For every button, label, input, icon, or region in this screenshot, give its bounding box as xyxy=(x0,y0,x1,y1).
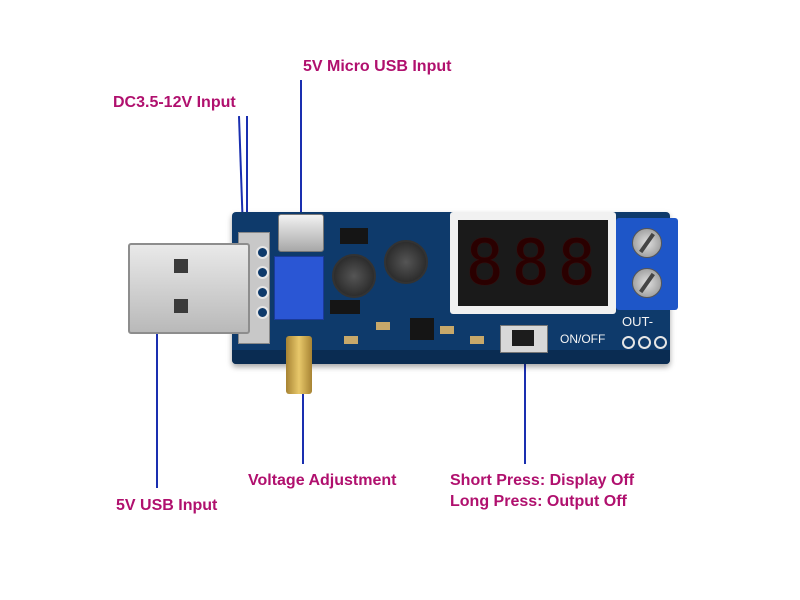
smd-capacitor xyxy=(344,336,358,344)
display-digit: 8 xyxy=(466,226,504,299)
solder-pad xyxy=(256,286,269,299)
smd-capacitor xyxy=(440,326,454,334)
potentiometer xyxy=(274,256,324,320)
smd-chip xyxy=(340,228,368,244)
onoff-button xyxy=(512,330,534,346)
output-pad xyxy=(622,336,635,349)
onoff-silkscreen: ON/OFF xyxy=(560,332,606,346)
micro-usb-leader-line xyxy=(300,80,302,220)
regulator-chip xyxy=(410,318,434,340)
button-short-press-label: Short Press: Display Off xyxy=(450,472,635,489)
led-display xyxy=(458,220,608,306)
usb-input-label: 5V USB Input xyxy=(116,497,218,514)
smd-resistor xyxy=(376,322,390,330)
solder-pad xyxy=(256,246,269,259)
usb-input-leader-line xyxy=(156,322,158,488)
output-terminal-block xyxy=(616,218,678,310)
smd-chip xyxy=(330,300,360,314)
inductor-right xyxy=(384,240,428,284)
output-pad xyxy=(638,336,651,349)
pcb-board-edge xyxy=(232,350,670,364)
usb-plug-hole-bottom xyxy=(174,299,188,313)
button-long-press-label: Long Press: Output Off xyxy=(450,493,627,510)
smd-capacitor xyxy=(470,336,484,344)
micro-usb-input-label: 5V Micro USB Input xyxy=(303,58,452,75)
display-digit: 8 xyxy=(512,226,550,299)
solder-pad xyxy=(256,266,269,279)
micro-usb-port xyxy=(278,214,324,252)
display-digit: 8 xyxy=(558,226,596,299)
terminal-screw xyxy=(632,228,662,258)
inductor-left xyxy=(332,254,376,298)
output-pad xyxy=(654,336,667,349)
out-silkscreen: OUT- xyxy=(622,314,654,329)
button-leader-line xyxy=(524,350,526,464)
voltage-adjustment-leader-line xyxy=(302,392,304,464)
dc-input-label: DC3.5-12V Input xyxy=(113,94,236,111)
solder-pad xyxy=(256,306,269,319)
usb-plug-hole-top xyxy=(174,259,188,273)
usb-a-plug xyxy=(128,243,250,334)
potentiometer-shaft xyxy=(286,336,312,394)
voltage-adjustment-label: Voltage Adjustment xyxy=(248,472,397,489)
terminal-screw xyxy=(632,268,662,298)
